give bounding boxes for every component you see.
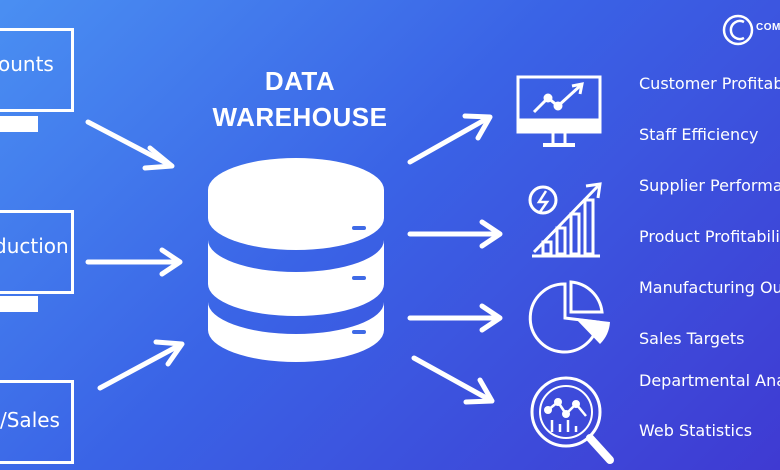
logo-mark [722, 14, 754, 46]
output-arrow-2 [407, 219, 503, 249]
database-icon [208, 158, 384, 362]
output-label-6: Sales Targets [639, 329, 745, 348]
source-monitor-production-stand [0, 296, 38, 312]
output-arrow-4 [411, 355, 495, 405]
source-monitor-production [0, 210, 74, 294]
output-arrow-1 [407, 113, 493, 165]
output-arrow-3 [407, 303, 503, 333]
input-arrow-1 [85, 119, 175, 171]
source-monitor-accounts-stand [0, 116, 38, 132]
diagram-title-line1: DATA [264, 66, 336, 96]
source-label-accounts: ounts [0, 52, 54, 76]
growth-chart-icon [528, 182, 602, 258]
output-label-2: Staff Efficiency [639, 125, 759, 144]
input-arrow-3 [97, 339, 185, 391]
output-label-4: Product Profitabili [639, 227, 780, 246]
output-label-3: Supplier Performa [639, 176, 780, 195]
trend-monitor-icon [516, 75, 602, 147]
output-label-8: Web Statistics [639, 421, 753, 440]
output-label-5: Manufacturing Out [639, 278, 780, 297]
magnifier-chart-icon [530, 376, 614, 464]
output-label-7: Departmental Anal [639, 371, 780, 390]
source-monitor-sales [0, 380, 74, 464]
diagram-title-line2: WAREHOUSE [212, 102, 388, 132]
output-label-1: Customer Profitab [639, 74, 780, 93]
source-label-production: duction [0, 234, 69, 258]
source-monitor-accounts [0, 28, 74, 112]
logo-text: COMPUT [756, 22, 780, 33]
source-label-sales: /Sales [0, 408, 60, 432]
input-arrow-2 [85, 247, 183, 277]
pie-chart-icon [528, 280, 610, 354]
